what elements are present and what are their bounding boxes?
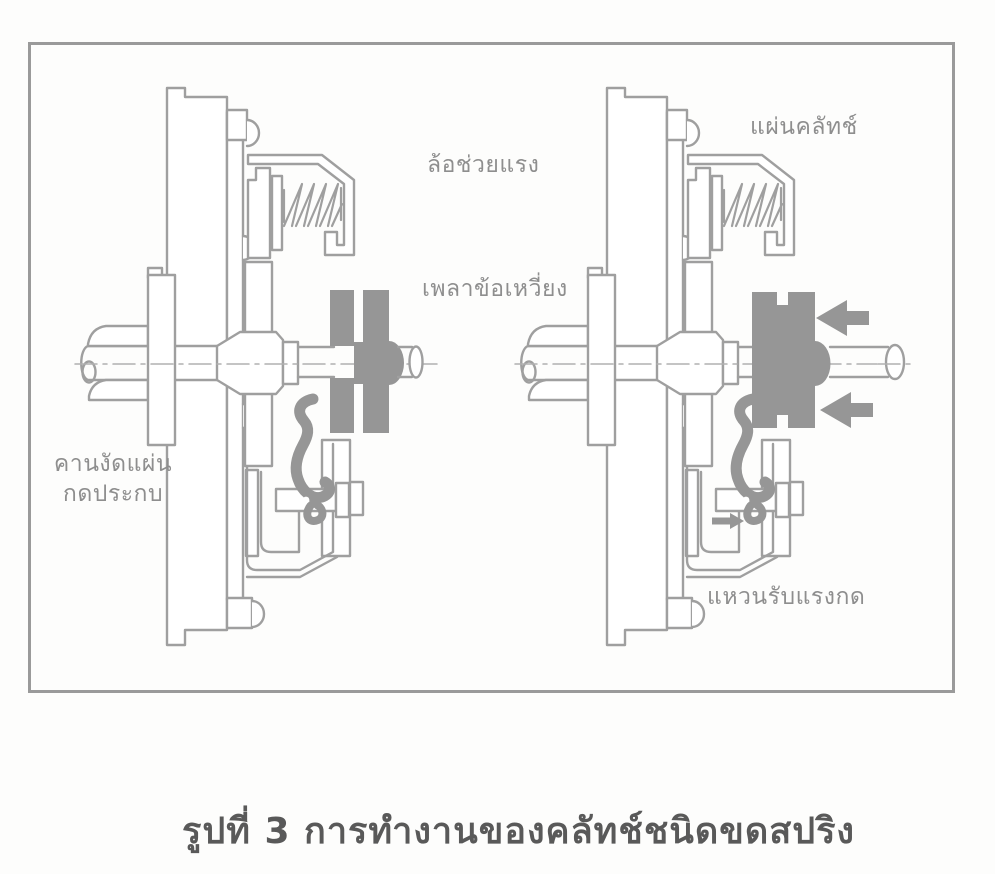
lever-motion-arrow — [712, 513, 744, 529]
input-shaft-stub-right — [828, 343, 915, 381]
label-crankshaft: เพลาข้อเหวี่ยง — [422, 276, 568, 302]
force-arrows — [712, 300, 873, 529]
label-clutch-plate: แผ่นคลัทช์ — [750, 114, 858, 140]
bearing-bar-front-lower — [330, 378, 354, 433]
input-shaft-break — [408, 345, 424, 379]
push-arrow-upper — [816, 300, 869, 336]
label-pressure-plate-lever-line2: กดประกบ — [62, 481, 164, 507]
input-shaft-stub-left — [396, 345, 424, 379]
bearing-bar-front-upper — [330, 290, 354, 346]
bearing-block — [752, 292, 831, 428]
figure-frame — [28, 42, 955, 693]
label-pressure-plate-lever: คานงัดแผ่น กดประกบ — [48, 449, 178, 509]
bearing-bar-rear — [363, 290, 389, 433]
push-arrow-lower — [820, 392, 873, 428]
bearing-nose — [389, 341, 404, 385]
clutch-diagram-engaged — [75, 88, 437, 645]
input-shaft-lines — [396, 345, 414, 379]
input-shaft-break — [884, 343, 906, 381]
figure-caption: รูปที่ 3 การทำงานของคลัทช์ชนิดขดสปริง — [182, 811, 855, 852]
clutch-diagram-disengaged — [515, 88, 915, 645]
label-pressure-ring: แหวนรับแรงกด — [707, 584, 866, 610]
label-flywheel: ล้อช่วยแรง — [427, 152, 540, 178]
input-shaft-lines — [828, 345, 890, 379]
bearing-hub-gap — [354, 342, 363, 384]
clutch-cross-section-figure — [0, 0, 915, 694]
release-bearing-retracted — [330, 290, 404, 433]
label-pressure-plate-lever-line1: คานงัดแผ่น — [53, 451, 173, 477]
release-bearing-pushed — [752, 292, 831, 428]
